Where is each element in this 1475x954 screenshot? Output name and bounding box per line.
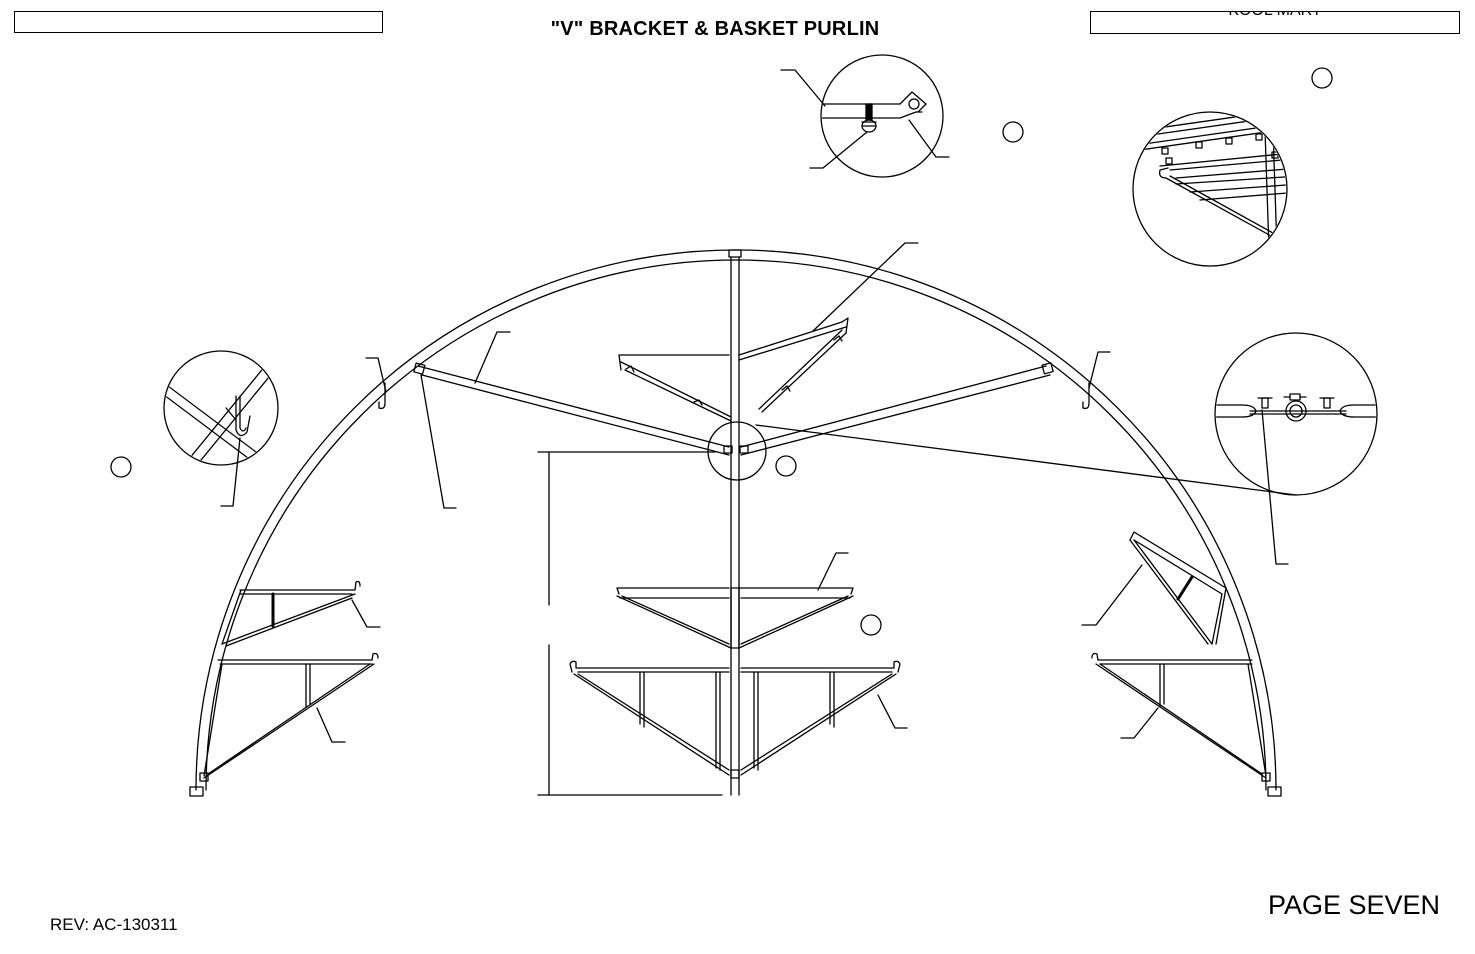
- left-title-box: [14, 11, 383, 33]
- right-side-baskets: [1091, 531, 1271, 782]
- revision-label: REV: AC-130311: [50, 915, 178, 934]
- middle-basket-pair: [616, 587, 854, 649]
- balloon-top-detail: [1002, 121, 1024, 143]
- detail-hook-clip: [163, 350, 279, 466]
- detail-callout-circle-center: [707, 421, 767, 481]
- v-bracket: [413, 362, 1054, 481]
- reference-balloons: [110, 67, 1333, 636]
- left-side-baskets: [199, 580, 379, 782]
- page-label: PAGE SEVEN: [1268, 890, 1441, 920]
- detail-purlin-clip: [820, 54, 944, 178]
- detail-cross-connector: [1214, 332, 1378, 496]
- leader-lines: [220, 69, 1297, 743]
- balloon-lower-center: [860, 614, 882, 636]
- drawing-title: "V" BRACKET & BASKET PURLIN: [550, 18, 880, 40]
- height-dimension: [537, 451, 723, 796]
- hook-left: [378, 382, 386, 410]
- detail-basket-purlin: [1132, 111, 1288, 267]
- balloon-center: [775, 455, 797, 477]
- upper-v-basket: [618, 317, 849, 422]
- lower-basket-pair: [569, 660, 901, 779]
- balloon-left: [110, 456, 132, 478]
- hook-right: [1082, 382, 1090, 410]
- company-name: KOOL MART: [1091, 12, 1459, 19]
- hoop-arch: [189, 249, 1282, 797]
- balloon-top-right: [1311, 67, 1333, 89]
- right-title-box: KOOL MART: [1090, 11, 1460, 34]
- center-post: [730, 256, 740, 796]
